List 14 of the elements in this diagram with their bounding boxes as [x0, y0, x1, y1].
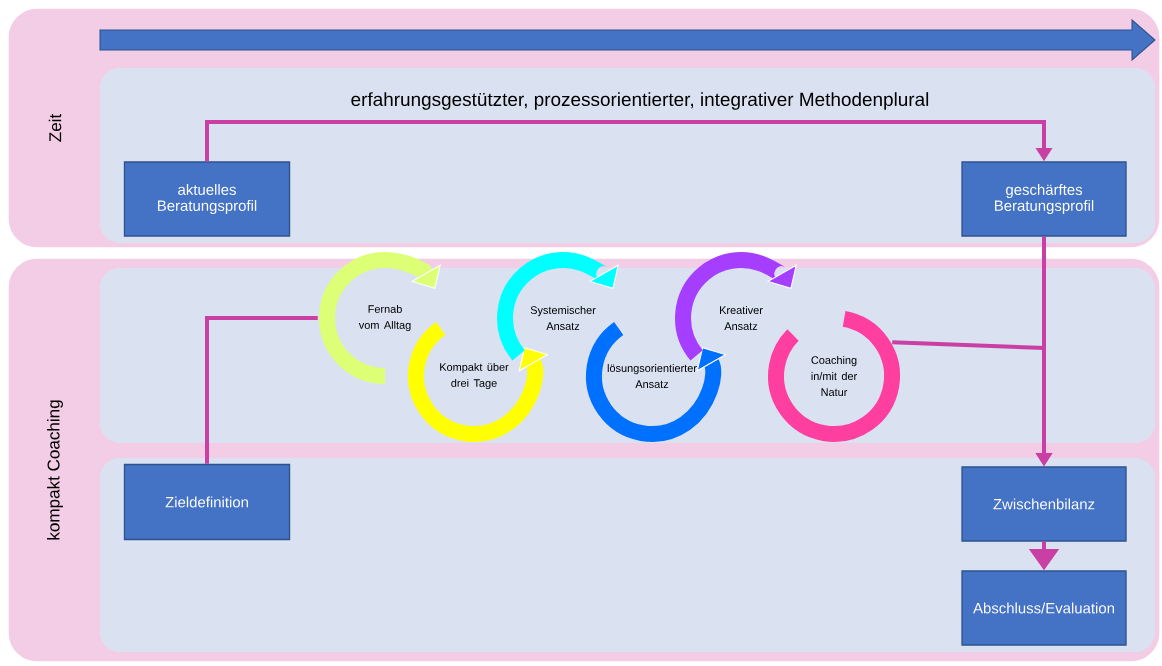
ring-node: Kreativer Ansatz: [675, 252, 798, 361]
ring-node: Systemischer Ansatz: [497, 252, 620, 361]
node-label: Kompakt über drei Tage: [440, 362, 509, 390]
process-box: Zwischenbilanz: [961, 466, 1127, 542]
node-label: Fernab vom Alltag: [358, 304, 411, 332]
process-box: Abschluss/Evaluation: [961, 570, 1127, 646]
process-box: Zieldefinition: [123, 463, 291, 541]
process-box: geschärftes Beratungsprofil: [961, 161, 1127, 237]
node-label: lösungsorientierter Ansatz: [607, 363, 697, 389]
arrow: [205, 120, 1053, 162]
ring-node: Fernab vom Alltag: [319, 252, 441, 384]
process-box: aktuelles Beratungsprofil: [123, 161, 291, 237]
ring-node: Coaching in/mit der Natur: [768, 311, 900, 442]
edge-label: erfahrungsgestützter, prozessorientierter, integrativer Methodenplural: [351, 92, 929, 110]
